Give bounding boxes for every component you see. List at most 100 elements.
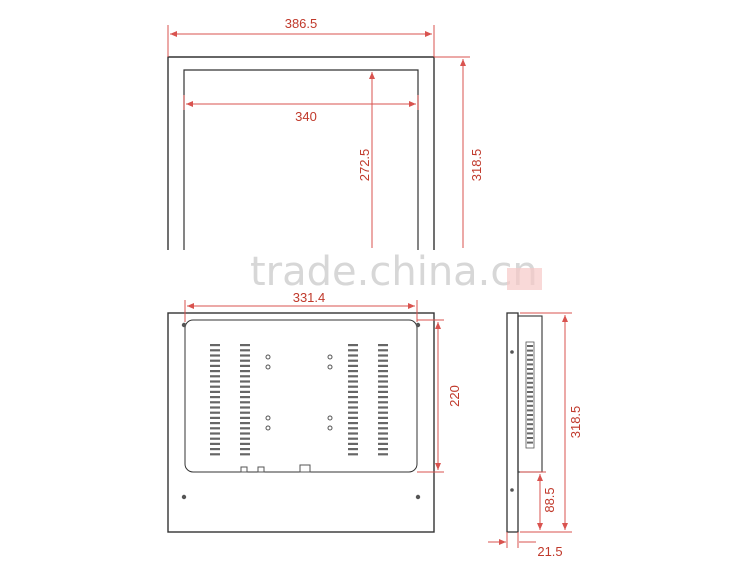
vent-slot [378, 406, 388, 409]
vent-slot [240, 427, 250, 430]
vent-slot [348, 401, 358, 404]
vent-slot [240, 437, 250, 440]
vent-slot [348, 416, 358, 419]
vent-slot [240, 385, 250, 388]
vent-slot [378, 432, 388, 435]
vent-slot [210, 432, 220, 435]
side-vent-slot [527, 377, 533, 380]
side-vent-slot [527, 418, 533, 421]
vent-slot [348, 380, 358, 383]
vent-slot [378, 411, 388, 414]
vent-slot [240, 390, 250, 393]
dim-side-depth-label: 21.5 [537, 544, 562, 559]
dim-outer-height-label: 318.5 [469, 149, 484, 182]
vent-slot [240, 442, 250, 445]
vent-slot [210, 349, 220, 352]
side-vent-slot [527, 400, 533, 403]
vent-slot [378, 364, 388, 367]
back-view: 331.4 220 [167, 290, 462, 533]
dim-side-offset-label: 88.5 [542, 487, 557, 512]
side-vent-slot [527, 349, 533, 352]
vent-slot [210, 390, 220, 393]
vent-slot [348, 442, 358, 445]
bottom-connectors [240, 464, 311, 473]
vent-slot [210, 422, 220, 425]
vent-slot [210, 364, 220, 367]
vent-slot [210, 406, 220, 409]
vent-slot [210, 401, 220, 404]
vent-slot [378, 385, 388, 388]
front-bezel-outline [167, 56, 435, 250]
vent-slot [348, 349, 358, 352]
vent-slot [210, 437, 220, 440]
vent-slot [240, 416, 250, 419]
vent-slot [240, 364, 250, 367]
vent-slot [240, 448, 250, 451]
side-vent-slot [527, 414, 533, 416]
vent-slot [210, 442, 220, 445]
vent-slot [348, 375, 358, 378]
vent-slot [240, 349, 250, 352]
dim-side-depth [488, 532, 536, 548]
vent-slot [210, 354, 220, 357]
vent-slot [378, 380, 388, 383]
vent-slot [348, 427, 358, 430]
side-vent-slot [527, 409, 533, 412]
watermark: trade.china.cn [250, 249, 538, 295]
vent-slot [348, 422, 358, 425]
vent-slot [378, 344, 388, 347]
vent-slot [378, 359, 388, 362]
side-rear-housing [517, 315, 543, 473]
vent-slot [210, 396, 220, 399]
side-vent-slot [527, 386, 533, 389]
side-holes [510, 350, 514, 492]
dim-back-height [417, 319, 444, 473]
side-vent-slot [527, 423, 533, 426]
side-vent-slot [527, 432, 533, 435]
dim-inner-width [183, 95, 419, 110]
vent-slot [240, 422, 250, 425]
side-body-outline [506, 312, 519, 533]
vent-slot [378, 416, 388, 419]
vent-slot [378, 422, 388, 425]
vent-slot [210, 385, 220, 388]
vent-slot [240, 453, 250, 456]
vent-slot [240, 359, 250, 362]
vent-slot [378, 437, 388, 440]
side-vent-slot [527, 368, 533, 370]
dim-side-offset [520, 471, 546, 530]
vent-slot [348, 453, 358, 456]
front-screen-outline [183, 69, 419, 250]
mounting-holes [181, 322, 421, 500]
vent-slot [240, 344, 250, 347]
vent-slot [240, 406, 250, 409]
side-vent-panel [525, 341, 535, 449]
vent-slot [378, 448, 388, 451]
vent-slot [348, 432, 358, 435]
side-vent-slot [527, 358, 533, 361]
side-vent-slot [527, 381, 533, 384]
side-vent-slot [527, 404, 533, 407]
side-depth-marker [507, 268, 542, 290]
side-vent-slot [527, 437, 533, 439]
vent-slot [210, 427, 220, 430]
dim-back-width [184, 300, 418, 322]
vent-slot [378, 390, 388, 393]
dim-inner-height-label: 272.5 [357, 149, 372, 182]
ventilation-slots [210, 344, 388, 456]
dim-side-height-label: 318.5 [568, 406, 583, 439]
side-vent-slot [527, 395, 533, 398]
vent-slot [378, 354, 388, 357]
vent-slot [378, 442, 388, 445]
vent-slot [210, 453, 220, 456]
side-vent-slot [527, 372, 533, 375]
vent-slot [348, 359, 358, 362]
vent-slot [348, 437, 358, 440]
dim-inner-width-label: 340 [295, 109, 317, 124]
vent-slot [210, 380, 220, 383]
dim-outer-height [434, 56, 470, 248]
vent-slot [210, 370, 220, 373]
vent-slot [348, 344, 358, 347]
vent-slot [240, 354, 250, 357]
vent-slot [240, 375, 250, 378]
